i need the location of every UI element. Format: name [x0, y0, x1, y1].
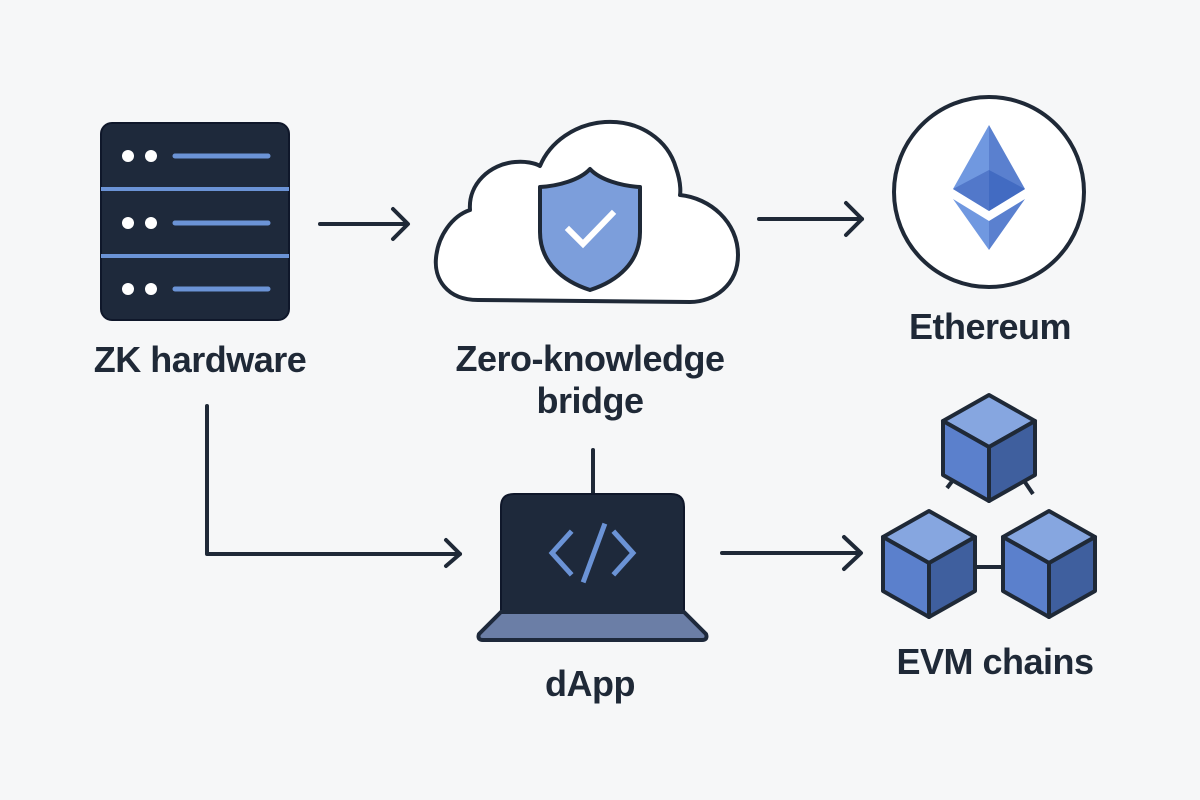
code-brackets-icon	[548, 522, 637, 584]
edge-bridge-to-ethereum	[757, 201, 864, 237]
node-label-dapp: dApp	[545, 663, 635, 704]
laptop-code-icon	[476, 493, 709, 642]
cube-top	[941, 393, 1037, 503]
edge-dapp-to-evm-chains	[720, 535, 863, 571]
edge-zk-hardware-to-dapp	[205, 404, 462, 568]
blockchain-cubes-icon	[881, 393, 1097, 619]
cube-bottom-right	[1001, 509, 1097, 619]
ethereum-logo-icon	[892, 95, 1086, 289]
shield-shape	[538, 167, 642, 292]
node-label-zk-bridge-line1: Zero-knowledge	[455, 338, 725, 379]
server-icon	[100, 122, 290, 321]
node-label-zk-hardware: ZK hardware	[93, 339, 307, 380]
cube-bottom-left	[881, 509, 977, 619]
node-label-evm-chains: EVM chains	[896, 641, 1094, 682]
node-label-ethereum: Ethereum	[908, 306, 1072, 347]
node-label-zk-bridge-line2: bridge	[536, 380, 644, 421]
edge-zk-hardware-to-bridge	[318, 207, 410, 241]
checkmark-icon	[564, 209, 617, 249]
cloud-shield-check-icon	[433, 119, 740, 304]
